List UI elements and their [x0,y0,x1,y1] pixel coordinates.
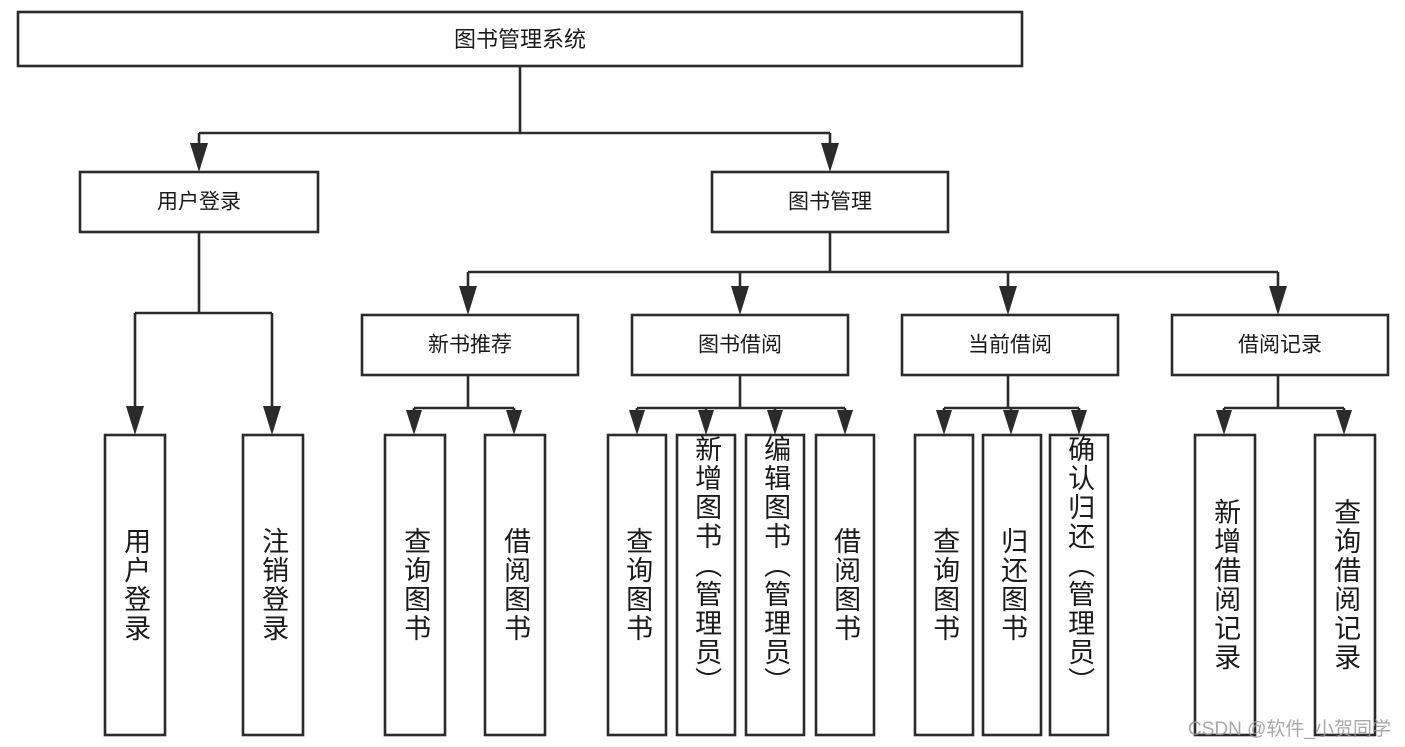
arrow-bookmgmt-borrowrecord [1269,286,1287,315]
connector-group-root [190,66,839,172]
leaf-box-book-borrow-2[interactable] [744,433,806,737]
arrow-currentborrow-leaf3 [1071,410,1087,435]
arrow-currentborrow-leaf1 [936,410,952,435]
node-user-login-label: 用户登录 [157,191,241,214]
leaf-box-current-borrow-2[interactable] [1048,433,1110,737]
node-user-login-box[interactable] [78,170,320,234]
arrow-newbook-leaf1 [406,410,422,435]
node-user-login[interactable]: 用户登录 [78,170,320,234]
arrow-currentborrow-leaf2 [1003,410,1019,435]
leaf-box-book-borrow-1[interactable] [675,433,737,737]
leaf-box-current-borrow-1[interactable] [981,433,1043,737]
connector-group-currentborrow [936,375,1087,435]
node-root-box[interactable] [16,10,1024,68]
arrow-userlogin-leaf2 [263,406,281,435]
arrow-root-to-userlogin [190,143,208,172]
leaf-box-new-book-0[interactable] [383,433,447,737]
node-book-borrow-box[interactable] [630,313,850,377]
arrow-bookmgmt-bookborrow [731,286,749,315]
arrow-borrowrecord-leaf2 [1336,410,1352,435]
node-book-management[interactable]: 图书管理 [710,170,950,234]
arrow-userlogin-leaf1 [126,406,144,435]
node-root-label: 图书管理系统 [454,27,586,52]
leaf-box-user-login-0[interactable] [103,433,167,737]
leaf-box-new-book-1[interactable] [483,433,547,737]
node-current-borrow-label: 当前借阅 [968,334,1052,357]
node-new-book-recommend-label: 新书推荐 [428,334,512,357]
node-new-book-recommend[interactable]: 新书推荐 [360,313,580,377]
connector-group-userlogin [126,232,281,435]
node-borrow-record-box[interactable] [1170,313,1390,377]
leaf-box-book-borrow-0[interactable] [606,433,668,737]
node-borrow-record[interactable]: 借阅记录 [1170,313,1390,377]
arrow-bookborrow-leaf1 [629,410,645,435]
leaf-box-borrow-record-0[interactable] [1193,433,1257,737]
arrow-bookborrow-leaf4 [837,410,853,435]
leaf-box-book-borrow-3[interactable] [814,433,876,737]
leaf-box-user-login-1[interactable] [241,433,305,737]
connector-group-bookborrow [629,375,853,435]
connector-group-newbook [406,375,522,435]
node-book-management-label: 图书管理 [788,191,872,214]
node-borrow-record-label: 借阅记录 [1238,334,1322,357]
leaf-box-current-borrow-0[interactable] [913,433,975,737]
arrow-borrowrecord-leaf1 [1216,410,1232,435]
leaf-box-borrow-record-1[interactable] [1313,433,1377,737]
arrow-bookborrow-leaf3 [767,410,783,435]
connector-group-borrowrecord [1216,375,1352,435]
node-new-book-recommend-box[interactable] [360,313,580,377]
node-book-borrow-label: 图书借阅 [698,334,782,357]
node-book-management-box[interactable] [710,170,950,234]
arrow-root-to-bookmgmt [821,143,839,172]
node-current-borrow[interactable]: 当前借阅 [900,313,1120,377]
arrow-newbook-leaf2 [506,410,522,435]
arrow-bookborrow-leaf2 [698,410,714,435]
arrow-bookmgmt-newbook [459,286,477,315]
node-book-borrow[interactable]: 图书借阅 [630,313,850,377]
arrow-bookmgmt-currentborrow [999,286,1017,315]
connector-group-bookmgmt [459,232,1287,315]
node-root[interactable]: 图书管理系统 [16,10,1024,68]
node-current-borrow-box[interactable] [900,313,1120,377]
